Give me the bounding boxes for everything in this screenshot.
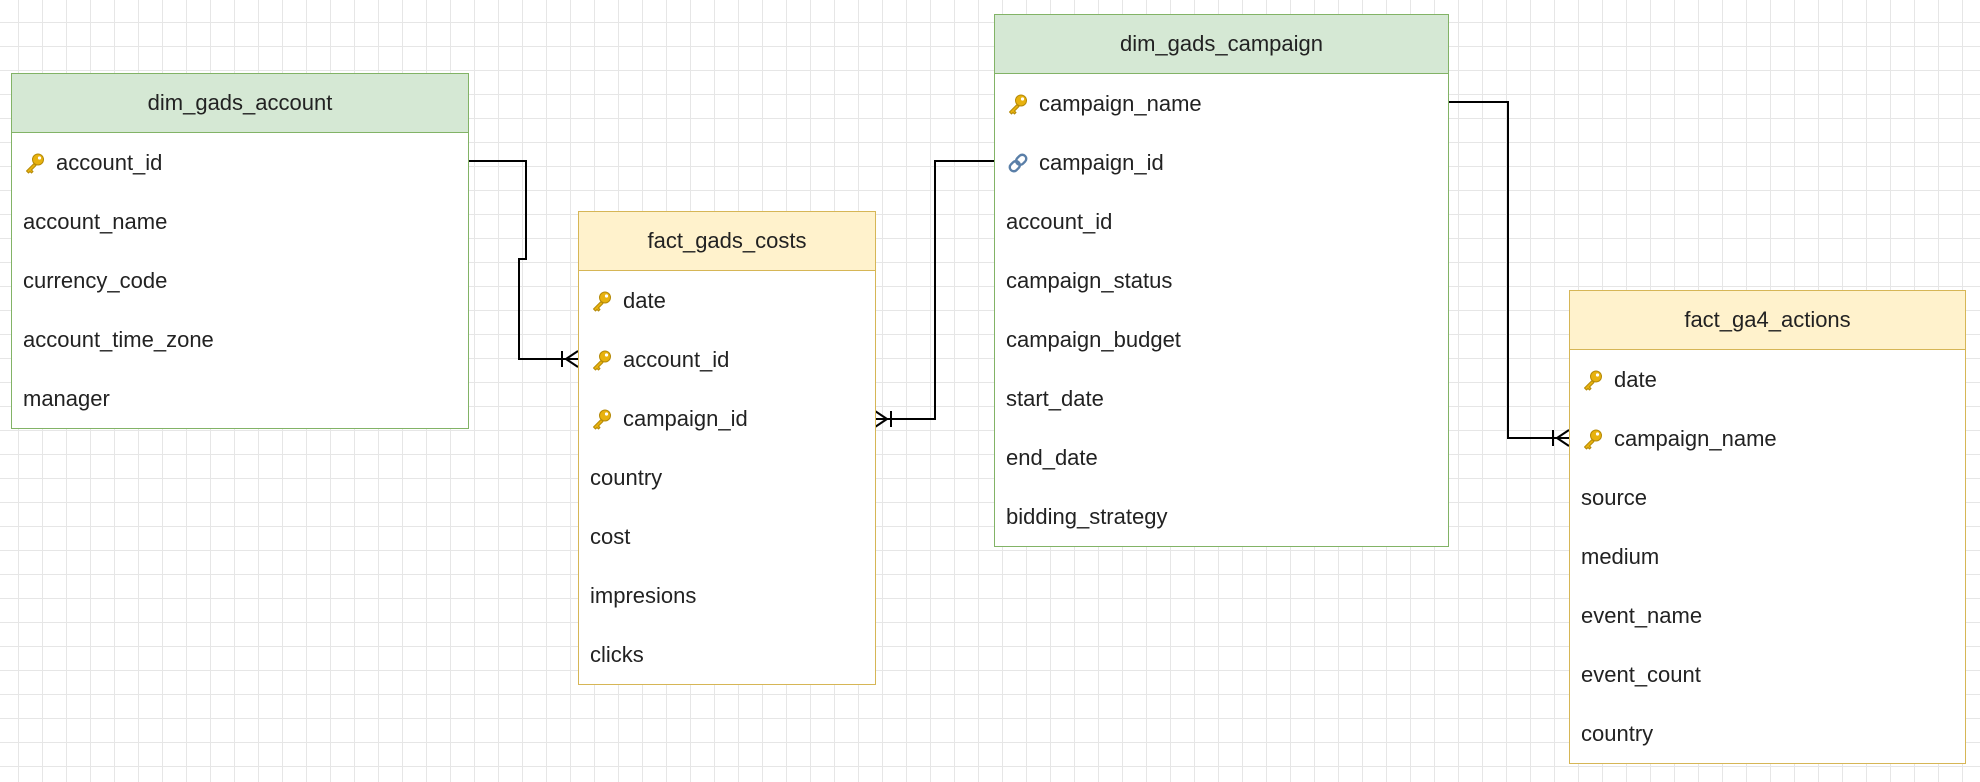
table-header: dim_gads_account [12, 74, 468, 133]
field-bidding-strategy[interactable]: bidding_strategy [995, 487, 1448, 546]
field-name: impresions [590, 582, 697, 608]
field-campaign-name[interactable]: campaign_name [995, 74, 1448, 133]
field-country[interactable]: country [579, 448, 875, 507]
field-name: date [1614, 366, 1657, 392]
field-name: cost [590, 523, 631, 549]
key-icon [1581, 427, 1605, 451]
field-name: account_time_zone [23, 326, 214, 352]
field-clicks[interactable]: clicks [579, 625, 875, 684]
table-header: dim_gads_campaign [995, 15, 1448, 74]
field-name: clicks [590, 641, 644, 667]
field-account-id[interactable]: account_id [12, 133, 468, 192]
field-medium[interactable]: medium [1570, 527, 1965, 586]
field-campaign-budget[interactable]: campaign_budget [995, 310, 1448, 369]
field-campaign-name[interactable]: campaign_name [1570, 409, 1965, 468]
key-icon [590, 348, 614, 372]
field-event-name[interactable]: event_name [1570, 586, 1965, 645]
field-name: bidding_strategy [1006, 503, 1168, 529]
field-name: campaign_status [1006, 267, 1173, 293]
field-campaign-id[interactable]: campaign_id [995, 133, 1448, 192]
table-fact-gads-costs[interactable]: fact_gads_costs date account_id campaign_i… [578, 211, 876, 685]
field-name: country [590, 464, 663, 490]
field-name: account_id [1006, 208, 1113, 234]
field-name: campaign_id [1039, 149, 1164, 175]
crows-foot-marker-costs-campaign [874, 410, 892, 428]
field-source[interactable]: source [1570, 468, 1965, 527]
table-header: fact_gads_costs [579, 212, 875, 271]
field-name: currency_code [23, 267, 168, 293]
field-account-id[interactable]: account_id [579, 330, 875, 389]
field-name: campaign_id [623, 405, 748, 431]
field-account-id[interactable]: account_id [995, 192, 1448, 251]
connector-account-to-costs[interactable] [468, 160, 578, 360]
field-campaign-id[interactable]: campaign_id [579, 389, 875, 448]
field-name: account_id [56, 149, 163, 175]
field-name: account_id [623, 346, 730, 372]
link-icon [1006, 151, 1030, 175]
field-name: event_count [1581, 661, 1701, 687]
field-name: date [623, 287, 666, 313]
field-end-date[interactable]: end_date [995, 428, 1448, 487]
field-currency-code[interactable]: currency_code [12, 251, 468, 310]
field-start-date[interactable]: start_date [995, 369, 1448, 428]
key-icon [590, 407, 614, 431]
crows-foot-marker-costs-account [561, 350, 579, 368]
connector-campaign-to-ga4[interactable] [1448, 101, 1569, 439]
field-event-count[interactable]: event_count [1570, 645, 1965, 704]
key-icon [23, 151, 47, 175]
field-cost[interactable]: cost [579, 507, 875, 566]
field-manager[interactable]: manager [12, 369, 468, 428]
field-name: end_date [1006, 444, 1098, 470]
key-icon [1581, 368, 1605, 392]
field-name: campaign_budget [1006, 326, 1181, 352]
field-name: account_name [23, 208, 168, 234]
field-name: campaign_name [1614, 425, 1777, 451]
field-name: event_name [1581, 602, 1703, 628]
key-icon [590, 289, 614, 313]
crows-foot-marker-ga4-campaign [1552, 429, 1570, 447]
field-impresions[interactable]: impresions [579, 566, 875, 625]
field-campaign-status[interactable]: campaign_status [995, 251, 1448, 310]
field-date[interactable]: date [579, 271, 875, 330]
field-name: campaign_name [1039, 90, 1202, 116]
field-date[interactable]: date [1570, 350, 1965, 409]
field-account-time-zone[interactable]: account_time_zone [12, 310, 468, 369]
field-name: start_date [1006, 385, 1104, 411]
table-header: fact_ga4_actions [1570, 291, 1965, 350]
field-name: source [1581, 484, 1648, 510]
field-name: country [1581, 720, 1654, 746]
key-icon [1006, 92, 1030, 116]
field-name: manager [23, 385, 110, 411]
field-account-name[interactable]: account_name [12, 192, 468, 251]
connector-campaign-to-costs[interactable] [875, 160, 994, 420]
field-country[interactable]: country [1570, 704, 1965, 763]
field-name: medium [1581, 543, 1660, 569]
